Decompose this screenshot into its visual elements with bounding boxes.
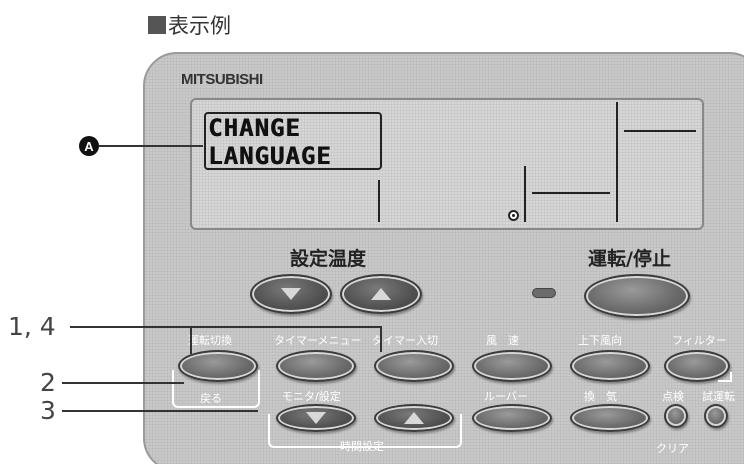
return-arrow-icon (730, 372, 732, 382)
test-run-button[interactable] (704, 404, 728, 428)
leader-line-1-4-tip (380, 326, 382, 352)
timer-menu-button[interactable] (276, 350, 356, 382)
leader-line-3 (62, 410, 258, 412)
lcd-segment (378, 180, 380, 222)
check-label: 点検 (662, 390, 684, 403)
step-label-1-4: 1, 4 (8, 312, 56, 341)
timer-onoff-button[interactable] (374, 350, 454, 382)
callout-a-badge: A (79, 136, 99, 156)
triangle-down-icon (281, 288, 301, 300)
section-heading: 表示例 (148, 10, 231, 40)
run-stop-button[interactable] (584, 274, 690, 318)
leader-line-1-4-drop (190, 326, 192, 354)
fan-speed-button[interactable] (472, 350, 552, 382)
temp-down-button[interactable] (250, 274, 332, 314)
triangle-up-icon (371, 288, 391, 300)
return-arrow-icon-base (718, 380, 732, 382)
lcd-dot-icon (508, 210, 519, 221)
lcd-segment (616, 102, 618, 222)
vane-label: 上下風向 (578, 334, 622, 347)
fan-speed-label: 風 速 (486, 334, 519, 347)
step-label-2: 2 (40, 368, 56, 397)
lcd-segment (524, 166, 526, 222)
clear-label: クリア (656, 442, 689, 455)
time-down-button[interactable] (276, 404, 356, 432)
temp-up-button[interactable] (340, 274, 422, 314)
check-button[interactable] (664, 404, 688, 428)
back-bracket (172, 370, 260, 408)
ventilation-label: 換 気 (584, 390, 617, 403)
vane-button[interactable] (570, 350, 650, 382)
ventilation-button[interactable] (570, 404, 650, 432)
time-up-button[interactable] (374, 404, 454, 432)
lcd-segment (532, 192, 610, 194)
time-setting-label: 時間設定 (340, 440, 384, 453)
leader-line-1-4 (70, 326, 190, 328)
callout-line (99, 145, 203, 147)
filter-label: フィルター (672, 334, 727, 347)
triangle-down-icon (306, 412, 326, 424)
time-setting-bracket (268, 414, 462, 448)
leader-line-1-4-branch (190, 326, 380, 328)
lcd-line-1: CHANGE (208, 114, 301, 142)
lcd-segment (624, 130, 696, 132)
monitor-set-label: モニタ/設定 (282, 390, 341, 403)
operation-lamp (532, 288, 556, 298)
louver-label: ルーバー (484, 390, 528, 403)
back-label: 戻る (200, 392, 222, 405)
heading-text: 表示例 (168, 14, 231, 38)
triangle-up-icon (404, 412, 424, 424)
brand-logo: MITSUBISHI (181, 71, 263, 88)
mode-switch-button[interactable] (178, 350, 258, 382)
square-bullet-icon (148, 16, 166, 34)
timer-onoff-label: タイマー入切 (372, 334, 438, 347)
lcd-line-2: LANGUAGE (208, 142, 332, 170)
lcd-display: CHANGE LANGUAGE (190, 98, 704, 230)
leader-line-2 (62, 382, 184, 384)
temp-setting-label: 設定温度 (290, 248, 367, 270)
filter-button[interactable] (664, 350, 730, 382)
timer-menu-label: タイマーメニュー (274, 334, 362, 347)
step-label-3: 3 (40, 396, 56, 425)
run-stop-label: 運転/停止 (588, 248, 671, 270)
louver-button[interactable] (472, 404, 552, 432)
test-run-label: 試運転 (702, 390, 735, 403)
mode-switch-label: 運転切換 (188, 334, 232, 347)
language-text-box (204, 112, 382, 170)
